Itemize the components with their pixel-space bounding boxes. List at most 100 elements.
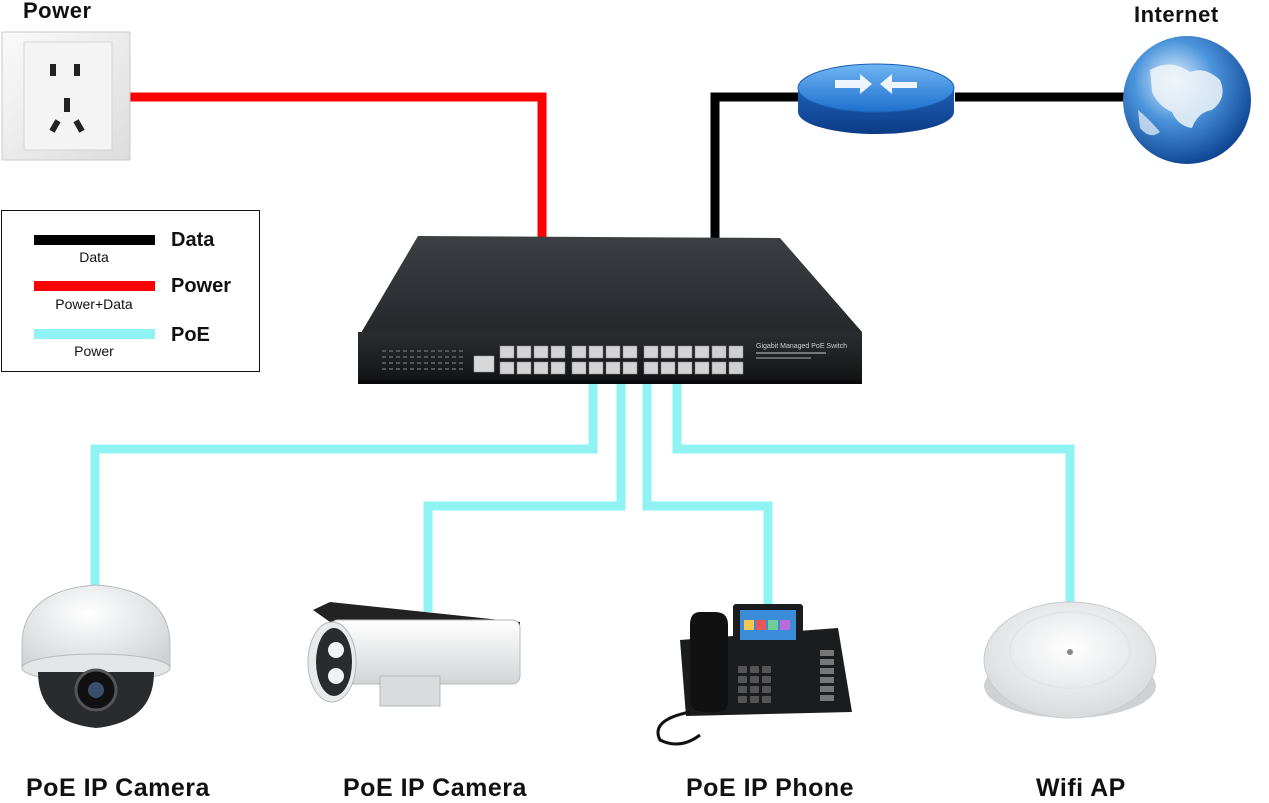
switch-led bbox=[403, 350, 407, 352]
power-cable bbox=[130, 92, 547, 238]
dome-camera-label: PoE IP Camera bbox=[26, 774, 210, 802]
poe-cable-dome-camera bbox=[90, 383, 598, 585]
phone-key bbox=[750, 666, 759, 673]
legend-power-sub: Power+Data bbox=[55, 296, 133, 312]
internet-globe-icon bbox=[1123, 36, 1251, 164]
wifi-ap bbox=[983, 601, 1157, 719]
phone-key bbox=[738, 676, 747, 683]
poe-cable-bullet-camera bbox=[423, 383, 626, 612]
switch-port bbox=[588, 361, 604, 375]
ip-phone-label: PoE IP Phone bbox=[686, 774, 855, 802]
switch-led bbox=[424, 362, 428, 364]
switch-led bbox=[417, 356, 421, 358]
switch-led bbox=[438, 356, 442, 358]
switch-led bbox=[389, 356, 393, 358]
switch-led bbox=[445, 356, 449, 358]
switch-led bbox=[424, 368, 428, 370]
power-socket bbox=[1, 31, 131, 161]
switch-port bbox=[550, 361, 566, 375]
switch-led bbox=[459, 350, 463, 352]
switch-port bbox=[643, 345, 659, 359]
phone-line-key bbox=[820, 650, 834, 656]
switch-led bbox=[396, 350, 400, 352]
switch-led bbox=[410, 350, 414, 352]
legend-data-name: Data bbox=[171, 229, 215, 251]
switch-led bbox=[438, 350, 442, 352]
phone-key bbox=[738, 666, 747, 673]
switch-led bbox=[459, 356, 463, 358]
phone-line-key bbox=[820, 677, 834, 683]
switch-port bbox=[677, 345, 693, 359]
phone-key bbox=[738, 696, 747, 703]
switch-port bbox=[660, 361, 676, 375]
switch-port bbox=[694, 345, 710, 359]
switch-port bbox=[571, 361, 587, 375]
poe-cable-wifi-ap bbox=[672, 383, 1075, 602]
phone-line-key bbox=[820, 686, 834, 692]
bullet-camera bbox=[307, 602, 521, 707]
switch-led bbox=[424, 350, 428, 352]
legend-data-swatch bbox=[34, 235, 155, 245]
poe-switch: Gigabit Managed PoE Switch bbox=[358, 236, 862, 384]
legend-data-sub: Data bbox=[79, 249, 109, 265]
switch-led bbox=[389, 362, 393, 364]
switch-led bbox=[431, 356, 435, 358]
switch-port bbox=[571, 345, 587, 359]
internet-label: Internet bbox=[1134, 2, 1219, 27]
switch-port bbox=[677, 361, 693, 375]
switch-led bbox=[396, 356, 400, 358]
switch-sfp-port bbox=[728, 345, 744, 359]
switch-led bbox=[417, 362, 421, 364]
phone-key bbox=[762, 696, 771, 703]
switch-led bbox=[445, 350, 449, 352]
bullet-camera-label: PoE IP Camera bbox=[343, 774, 527, 802]
switch-port bbox=[605, 345, 621, 359]
switch-led bbox=[403, 368, 407, 370]
switch-port bbox=[516, 361, 532, 375]
switch-led bbox=[410, 362, 414, 364]
switch-led bbox=[403, 362, 407, 364]
wifi-ap-label: Wifi AP bbox=[1036, 774, 1126, 802]
switch-sfp-port bbox=[711, 361, 727, 375]
switch-port bbox=[516, 345, 532, 359]
switch-port bbox=[622, 361, 638, 375]
switch-port bbox=[499, 345, 515, 359]
switch-led bbox=[403, 356, 407, 358]
phone-key bbox=[762, 666, 771, 673]
switch-port bbox=[550, 345, 566, 359]
switch-sfp-port bbox=[728, 361, 744, 375]
switch-port bbox=[499, 361, 515, 375]
legend-power-swatch bbox=[34, 281, 155, 291]
switch-led bbox=[417, 368, 421, 370]
switch-port bbox=[533, 345, 549, 359]
phone-key bbox=[762, 676, 771, 683]
legend-power-name: Power bbox=[171, 275, 232, 297]
switch-led bbox=[382, 362, 386, 364]
legend-poe-name: PoE bbox=[171, 324, 210, 346]
switch-led bbox=[438, 368, 442, 370]
power-label: Power bbox=[23, 0, 92, 23]
switch-led bbox=[459, 362, 463, 364]
switch-led bbox=[382, 368, 386, 370]
switch-port bbox=[694, 361, 710, 375]
switch-led bbox=[431, 350, 435, 352]
switch-led bbox=[396, 368, 400, 370]
switch-sfp-port bbox=[711, 345, 727, 359]
switch-led bbox=[417, 350, 421, 352]
data-cable-switch-router bbox=[710, 92, 800, 238]
switch-led bbox=[424, 356, 428, 358]
legend-poe-swatch bbox=[34, 329, 155, 339]
switch-led bbox=[452, 356, 456, 358]
switch-led bbox=[445, 362, 449, 364]
phone-key bbox=[750, 676, 759, 683]
phone-key bbox=[738, 686, 747, 693]
switch-port bbox=[533, 361, 549, 375]
switch-label: Gigabit Managed PoE Switch bbox=[756, 343, 847, 350]
switch-led bbox=[389, 350, 393, 352]
phone-key bbox=[750, 696, 759, 703]
phone-line-key bbox=[820, 695, 834, 701]
switch-led bbox=[382, 350, 386, 352]
dome-camera bbox=[21, 584, 171, 728]
switch-led bbox=[452, 350, 456, 352]
